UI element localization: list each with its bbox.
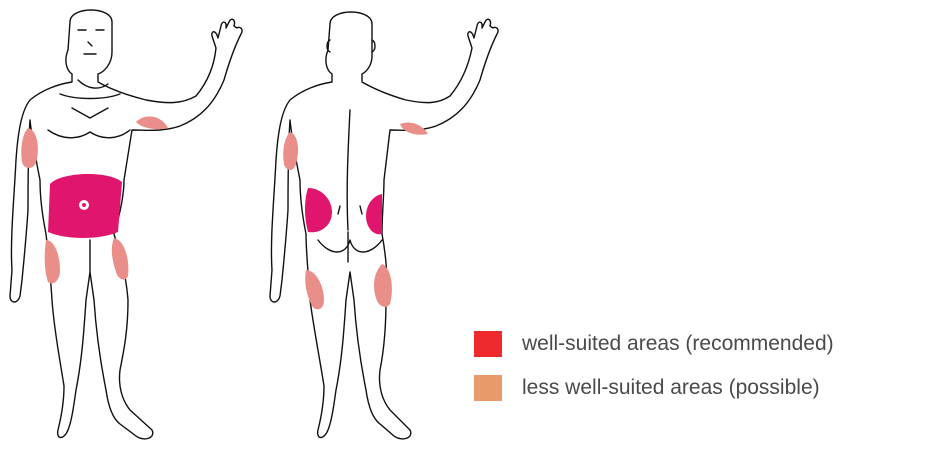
back-ear-lines bbox=[327, 40, 375, 52]
legend: well-suited areas (recommended) less wel… bbox=[474, 330, 834, 418]
back-left-arm-zone-possible bbox=[283, 132, 298, 170]
legend-label-possible: less well-suited areas (possible) bbox=[522, 376, 820, 400]
front-body-figure bbox=[10, 10, 242, 439]
back-left-hip-zone-recommended bbox=[305, 188, 332, 232]
back-lower-back-marks bbox=[338, 206, 362, 214]
back-right-thigh-zone-possible bbox=[374, 264, 392, 307]
front-neck-line bbox=[60, 80, 120, 118]
legend-swatch-recommended bbox=[474, 331, 502, 357]
back-right-hip-zone-recommended bbox=[366, 194, 382, 234]
front-body-outline bbox=[10, 10, 242, 439]
front-left-arm-zone-possible bbox=[21, 128, 38, 168]
front-chest-line bbox=[48, 130, 130, 138]
back-body-outline bbox=[270, 12, 498, 439]
legend-swatch-possible bbox=[474, 375, 502, 401]
front-face bbox=[78, 30, 104, 54]
back-left-thigh-zone-possible bbox=[305, 270, 324, 309]
back-body-figure bbox=[270, 12, 498, 439]
legend-label-recommended: well-suited areas (recommended) bbox=[522, 332, 834, 356]
legend-item-recommended: well-suited areas (recommended) bbox=[474, 330, 834, 358]
navel-dot-icon bbox=[82, 203, 86, 207]
legend-item-possible: less well-suited areas (possible) bbox=[474, 374, 834, 402]
front-left-thigh-zone-possible bbox=[45, 240, 60, 284]
back-spine-line bbox=[347, 110, 350, 230]
front-right-arm-zone-possible bbox=[136, 116, 168, 129]
front-right-thigh-zone-possible bbox=[112, 238, 129, 279]
back-buttocks-line bbox=[318, 232, 382, 262]
